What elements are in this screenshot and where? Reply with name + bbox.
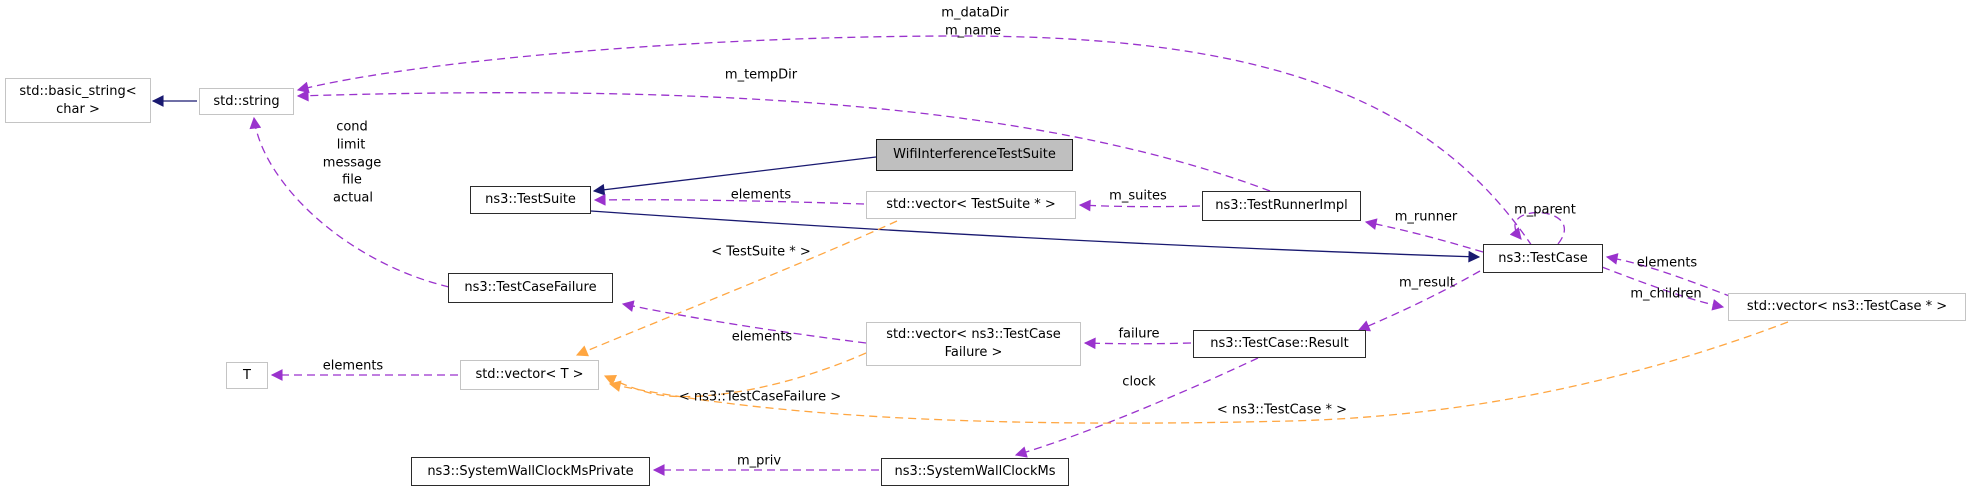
node-vector-testsuite-ptr[interactable]: std::vector< TestSuite * >	[866, 191, 1076, 219]
node-ns3-testcasefailure[interactable]: ns3::TestCaseFailure	[448, 273, 613, 303]
node-vector-ns3-testcasefailure[interactable]: std::vector< ns3::TestCase Failure >	[866, 322, 1081, 366]
node-ns3-systemwallclockmsprivate[interactable]: ns3::SystemWallClockMsPrivate	[411, 457, 650, 486]
edge-usage-mchildren	[1601, 266, 1725, 311]
edge-inherit-wifisuite-testsuite	[592, 156, 877, 196]
edge-usage-mparent-selfloop	[1509, 211, 1566, 245]
node-ns3-testcase[interactable]: ns3::TestCase	[1483, 244, 1603, 273]
node-ns3-testcase-result[interactable]: ns3::TestCase::Result	[1193, 330, 1366, 358]
node-std-basic-string[interactable]: std::basic_string< char >	[5, 78, 151, 123]
edge-template-testsuite-ptr	[575, 220, 898, 357]
node-ns3-systemwallclockms[interactable]: ns3::SystemWallClockMs	[881, 458, 1069, 486]
edge-usage-elements-testsuite	[593, 194, 865, 206]
edge-usage-elements-testcasefailure	[621, 300, 867, 344]
edge-usage-cond-limit-message	[249, 116, 450, 288]
node-std-string[interactable]: std::string	[199, 88, 294, 115]
edge-usage-mrunner	[1364, 218, 1484, 253]
edge-usage-mtempdir	[296, 89, 1271, 192]
edge-usage-mdatadir-mname	[296, 35, 1533, 247]
edge-usage-failure	[1083, 337, 1192, 350]
node-ns3-testsuite[interactable]: ns3::TestSuite	[470, 186, 591, 214]
edge-usage-clock	[1014, 357, 1259, 458]
node-t-param[interactable]: T	[226, 362, 268, 389]
edge-usage-mresult	[1357, 270, 1481, 332]
node-wifi-interference-test-suite[interactable]: WifiInterferenceTestSuite	[876, 139, 1073, 171]
edge-usage-elements-testcase	[1605, 253, 1733, 298]
node-vector-t[interactable]: std::vector< T >	[460, 360, 599, 390]
edge-usage-msuites	[1078, 199, 1201, 212]
edge-inherit-testsuite-testcase	[590, 210, 1481, 263]
edges-group	[151, 35, 1789, 476]
edge-template-testcase-ptr	[608, 321, 1789, 424]
node-ns3-testrunnerimpl[interactable]: ns3::TestRunnerImpl	[1202, 191, 1361, 221]
node-vector-ns3-testcase-ptr[interactable]: std::vector< ns3::TestCase * >	[1728, 293, 1966, 321]
